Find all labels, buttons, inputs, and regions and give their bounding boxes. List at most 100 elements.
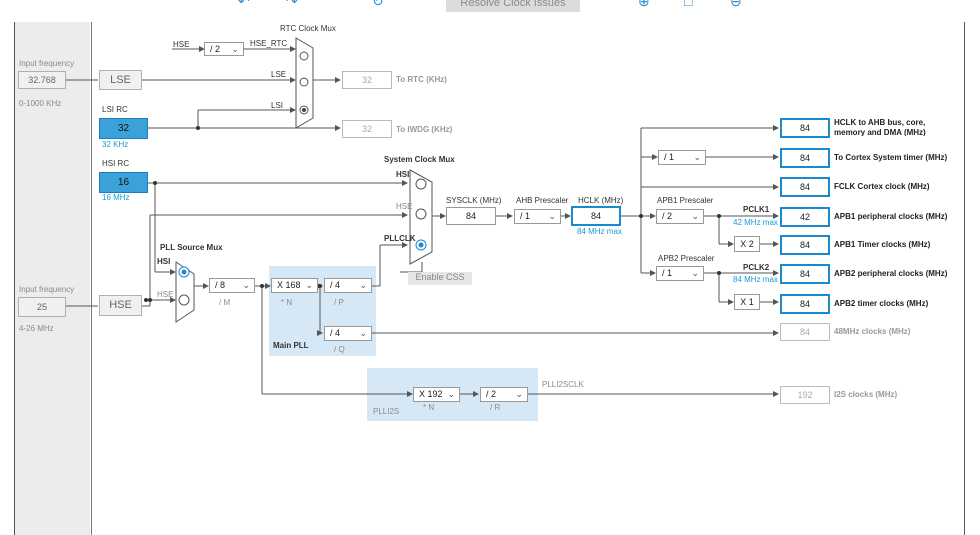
lse-input-label: Input frequency <box>19 59 75 68</box>
pll-q-value: / 4 <box>330 328 341 338</box>
lse-source[interactable]: LSE <box>99 70 142 90</box>
hsi-rc-title: HSI RC <box>102 159 130 168</box>
pclk2-label: PCLK2 <box>743 263 770 272</box>
undo-icon[interactable]: ↶ <box>238 0 250 9</box>
pclk2-max-label: 84 MHz max <box>733 275 778 284</box>
pclk1-max-label: 42 MHz max <box>733 218 778 227</box>
chevron-down-icon: ⌄ <box>693 152 701 162</box>
pll-source-mux-title: PLL Source Mux <box>160 243 223 252</box>
hsi-rc-box[interactable]: 16 <box>99 172 148 193</box>
pll-q-select[interactable]: / 4 ⌄ <box>324 326 372 341</box>
apb1-timer-output[interactable]: 84 <box>780 235 830 255</box>
rtc-hse-divider-select[interactable]: / 2⌄ <box>204 42 244 56</box>
plli2s-r-select[interactable]: / 2⌄ <box>480 387 528 402</box>
chevron-down-icon: ⌄ <box>691 268 699 278</box>
i2s-output[interactable]: 192 <box>780 386 830 404</box>
input-panel <box>15 22 90 535</box>
plli2s-r-label: / R <box>490 403 501 412</box>
ahb-prescaler-select[interactable]: / 1⌄ <box>514 209 561 224</box>
chevron-down-icon: ⌄ <box>305 280 313 290</box>
apb2-timer-multiplier[interactable]: X 1 <box>734 294 760 310</box>
hclk-ahb-label: HCLK to AHB bus, core, memory and DMA (M… <box>834 118 926 136</box>
hclk-max-label: 84 MHz max <box>577 227 622 236</box>
apb1-prescaler-select[interactable]: / 2⌄ <box>656 209 704 224</box>
pll-m-select[interactable]: / 8 ⌄ <box>209 278 255 293</box>
chevron-down-icon: ⌄ <box>359 280 367 290</box>
pll-n-value: X 168 <box>277 280 301 290</box>
apb1-timer-multiplier[interactable]: X 2 <box>734 236 760 252</box>
usb-48mhz-label: 48MHz clocks (MHz) <box>834 327 911 336</box>
iwdg-output-value[interactable]: 32 <box>342 120 392 138</box>
chevron-down-icon: ⌄ <box>231 44 239 54</box>
systick-divider-select[interactable]: / 1 ⌄ <box>658 150 706 165</box>
apb1-peripheral-label: APB1 peripheral clocks (MHz) <box>834 212 948 221</box>
lsi-rc-unit: 32 KHz <box>102 140 129 149</box>
pll-m-value: / 8 <box>215 280 226 290</box>
fit-icon[interactable]: □ <box>684 0 693 9</box>
rtc-mux-title: RTC Clock Mux <box>280 24 336 33</box>
lsi-rc-title: LSI RC <box>102 105 128 114</box>
apb1-peripheral-output[interactable]: 42 <box>780 207 830 227</box>
zoom-in-icon[interactable]: ⊕ <box>638 0 650 9</box>
pll-mux-hsi-label: HSI <box>157 257 171 266</box>
input-divider <box>91 22 92 535</box>
resolve-clock-issues-button[interactable]: Resolve Clock Issues <box>446 0 580 12</box>
hse-source[interactable]: HSE <box>99 295 142 316</box>
hsi-rc-unit: 16 MHz <box>102 193 130 202</box>
pll-n-select[interactable]: X 168 ⌄ <box>271 278 318 293</box>
apb1-prescaler-value: / 2 <box>662 211 673 221</box>
sysmux-hsi-label: HSI <box>396 170 410 179</box>
lse-input-field[interactable]: 32.768 <box>18 71 66 89</box>
pclk1-label: PCLK1 <box>743 205 770 214</box>
chevron-down-icon: ⌄ <box>242 280 250 290</box>
fclk-label: FCLK Cortex clock (MHz) <box>834 182 930 191</box>
hse-rtc-label: HSE_RTC <box>250 39 288 48</box>
usb-48mhz-output[interactable]: 84 <box>780 323 830 341</box>
rtc-output-label: To RTC (KHz) <box>396 75 447 84</box>
system-clock-mux-title: System Clock Mux <box>384 155 455 164</box>
systick-label: To Cortex System timer (MHz) <box>834 153 948 162</box>
hclk-label: HCLK (MHz) <box>578 196 624 205</box>
hclk-ahb-output[interactable]: 84 <box>780 118 830 138</box>
main-pll-title: Main PLL <box>273 341 309 350</box>
fclk-output[interactable]: 84 <box>780 177 830 197</box>
zoom-out-icon[interactable]: ⊖ <box>730 0 742 9</box>
lse-range-label: 0-1000 KHz <box>19 99 62 108</box>
refresh-icon[interactable]: ↻ <box>372 0 384 9</box>
apb2-timer-output[interactable]: 84 <box>780 294 830 314</box>
apb2-prescaler-select[interactable]: / 1 ⌄ <box>656 266 704 281</box>
redo-icon[interactable]: ↷ <box>286 0 298 9</box>
chevron-down-icon: ⌄ <box>548 211 556 221</box>
sysclk-value[interactable]: 84 <box>446 207 496 225</box>
pll-q-label: / Q <box>334 345 345 354</box>
rtc-output-value[interactable]: 32 <box>342 71 392 89</box>
plli2s-n-select[interactable]: X 192⌄ <box>413 387 460 402</box>
hse-input-label: Input frequency <box>19 285 75 294</box>
lsi-rc-box[interactable]: 32 <box>99 118 148 139</box>
apb1-prescaler-label: APB1 Prescaler <box>657 196 714 205</box>
chevron-down-icon: ⌄ <box>515 389 523 399</box>
chevron-down-icon: ⌄ <box>447 389 455 399</box>
apb2-peripheral-label: APB2 peripheral clocks (MHz) <box>834 269 948 278</box>
apb2-prescaler-label: APB2 Prescaler <box>658 254 715 263</box>
sysmux-hse-label: HSE <box>396 202 413 211</box>
pll-m-label: / M <box>219 298 231 307</box>
hclk-value[interactable]: 84 <box>571 206 621 226</box>
enable-css-button[interactable]: Enable CSS <box>408 272 472 285</box>
plli2s-n-label: * N <box>423 403 435 412</box>
apb2-timer-label: APB2 timer clocks (MHz) <box>834 299 929 308</box>
systick-divider-value: / 1 <box>664 152 675 162</box>
i2s-label: I2S clocks (MHz) <box>834 390 898 399</box>
apb2-peripheral-output[interactable]: 84 <box>780 264 830 284</box>
iwdg-output-label: To IWDG (KHz) <box>396 125 453 134</box>
plli2s-title: PLLI2S <box>373 407 400 416</box>
systick-output[interactable]: 84 <box>780 148 830 168</box>
pll-p-value: / 4 <box>330 280 341 290</box>
pll-p-select[interactable]: / 4 ⌄ <box>324 278 372 293</box>
chevron-down-icon: ⌄ <box>359 328 367 338</box>
hse-input-field[interactable]: 25 <box>18 297 66 317</box>
apb2-prescaler-value: / 1 <box>662 268 673 278</box>
rtc-hse-label: HSE <box>173 40 190 49</box>
frame-right-border <box>964 22 965 535</box>
